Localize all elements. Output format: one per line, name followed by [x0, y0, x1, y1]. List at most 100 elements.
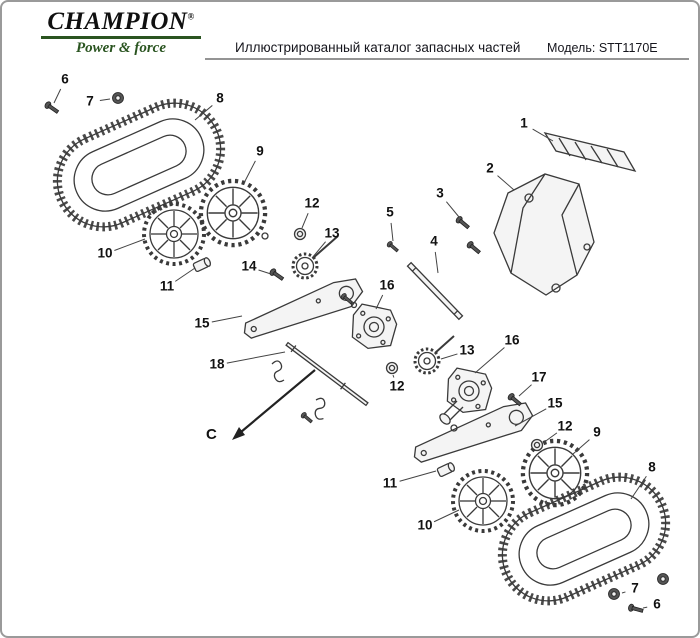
callout-label-12: 12	[304, 196, 319, 211]
champion-logo: CHAMPION® Power & force	[35, 8, 207, 57]
callout-label-11: 11	[160, 279, 175, 294]
callout-label-15: 15	[194, 316, 210, 331]
callout-label-9: 9	[593, 425, 601, 440]
flange-nut	[656, 572, 670, 586]
part-16-hub-top	[348, 302, 400, 353]
callout-leader-13	[440, 353, 458, 360]
sprocket-shaft-top	[312, 235, 339, 259]
callout-leader-12	[392, 374, 395, 378]
part-12-nut-top	[293, 227, 307, 241]
part-3-bolt-b	[465, 239, 483, 256]
part-11-bushing-bottom	[436, 461, 457, 478]
part-18-rod	[285, 341, 369, 407]
callout-label-13: 13	[459, 343, 475, 358]
callout-leader-16	[474, 347, 505, 374]
washer-a	[261, 232, 269, 240]
sprocket-shaft-bottom	[434, 335, 455, 354]
callout-leader-15	[514, 408, 547, 427]
callout-leader-10	[433, 509, 460, 523]
callout-leader-14	[258, 269, 272, 275]
brand-wordmark: CHAMPION	[47, 8, 188, 35]
s-hook-b	[310, 396, 330, 421]
small-bolt-a	[299, 411, 314, 425]
callout-leader-7	[621, 591, 626, 594]
part-14-bolt	[268, 267, 286, 283]
callout-label-16: 16	[379, 278, 395, 293]
part-12-nut-bottom	[530, 438, 544, 452]
brand-name: CHAMPION®	[35, 8, 207, 35]
callout-label-2: 2	[486, 161, 494, 176]
callout-leader-4	[434, 251, 439, 274]
callout-leader-6	[53, 88, 62, 104]
callout-label-18: 18	[209, 357, 225, 372]
callout-label-4: 4	[430, 234, 438, 249]
part-7-nut-bottom	[607, 587, 621, 601]
washer-b	[350, 301, 358, 309]
part-12-nut-mid	[385, 361, 399, 375]
callout-label-7: 7	[631, 581, 639, 596]
part-15-bracket-top	[237, 274, 367, 341]
callout-leader-13	[311, 241, 326, 259]
part-7-nut-top	[111, 91, 125, 105]
callout-label-10: 10	[417, 518, 432, 533]
model-label: Модель: STT1170E	[547, 41, 658, 55]
callout-leader-12	[301, 213, 309, 229]
part-6-bolt-bottom	[627, 603, 645, 615]
part-1-cover	[543, 132, 637, 173]
s-hook-a	[271, 360, 285, 383]
callout-label-13: 13	[324, 226, 340, 241]
catalog-title: Иллюстрированный каталог запасных частей	[235, 40, 521, 55]
washer-c	[450, 424, 458, 432]
callout-leader-7	[99, 98, 111, 102]
callout-label-10: 10	[97, 246, 112, 261]
callout-leader-5	[390, 222, 394, 242]
callout-leader-6	[642, 606, 648, 609]
part-2-frame	[493, 173, 595, 296]
part-8-track-bottom	[488, 462, 681, 615]
callout-leader-9	[572, 439, 590, 455]
callout-label-6: 6	[653, 597, 661, 612]
callout-label-14: 14	[241, 259, 257, 274]
callout-label-3: 3	[436, 186, 444, 201]
part-8-track-top	[43, 88, 236, 241]
callout-leader-16	[375, 294, 384, 310]
callout-label-1: 1	[520, 116, 528, 131]
callout-label-12: 12	[557, 419, 572, 434]
callout-leader-12	[542, 432, 558, 444]
callout-leader-9	[243, 160, 256, 184]
part-6-bolt-top	[43, 100, 61, 116]
part-16-hub-bottom	[443, 366, 495, 417]
callout-label-7: 7	[86, 94, 94, 109]
direction-arrow-c: C	[206, 369, 316, 443]
callout-leader-15	[211, 315, 243, 323]
callout-leader-8	[630, 475, 647, 500]
callout-leader-11	[174, 267, 196, 282]
callout-label-11: 11	[383, 476, 398, 491]
callout-label-5: 5	[386, 205, 394, 220]
part-10-sprocket-wheel-top	[142, 202, 206, 266]
callout-leader-11	[399, 470, 437, 482]
callout-leader-8	[194, 105, 213, 121]
part-9-sprocket-wheel-top	[201, 181, 265, 245]
registered-mark: ®	[187, 11, 195, 22]
part-5-bolt	[385, 240, 400, 254]
arrow-label: C	[206, 426, 217, 443]
callout-leader-10	[114, 238, 146, 251]
brand-tagline: Power & force	[76, 40, 166, 57]
callout-label-8: 8	[648, 460, 656, 475]
callout-leader-1	[532, 128, 554, 142]
callout-label-6: 6	[61, 72, 69, 87]
callout-leader-18	[226, 351, 286, 364]
callout-label-12: 12	[389, 379, 404, 394]
part-3-bolt-a	[454, 214, 472, 231]
callout-leader-17	[518, 384, 532, 397]
part-10-sprocket-wheel-bottom	[451, 469, 515, 533]
callout-leader-2	[497, 175, 515, 191]
callout-label-9: 9	[256, 144, 264, 159]
hub-shaft	[439, 400, 464, 425]
callout-label-16: 16	[504, 333, 520, 348]
logo-underline	[41, 36, 201, 40]
